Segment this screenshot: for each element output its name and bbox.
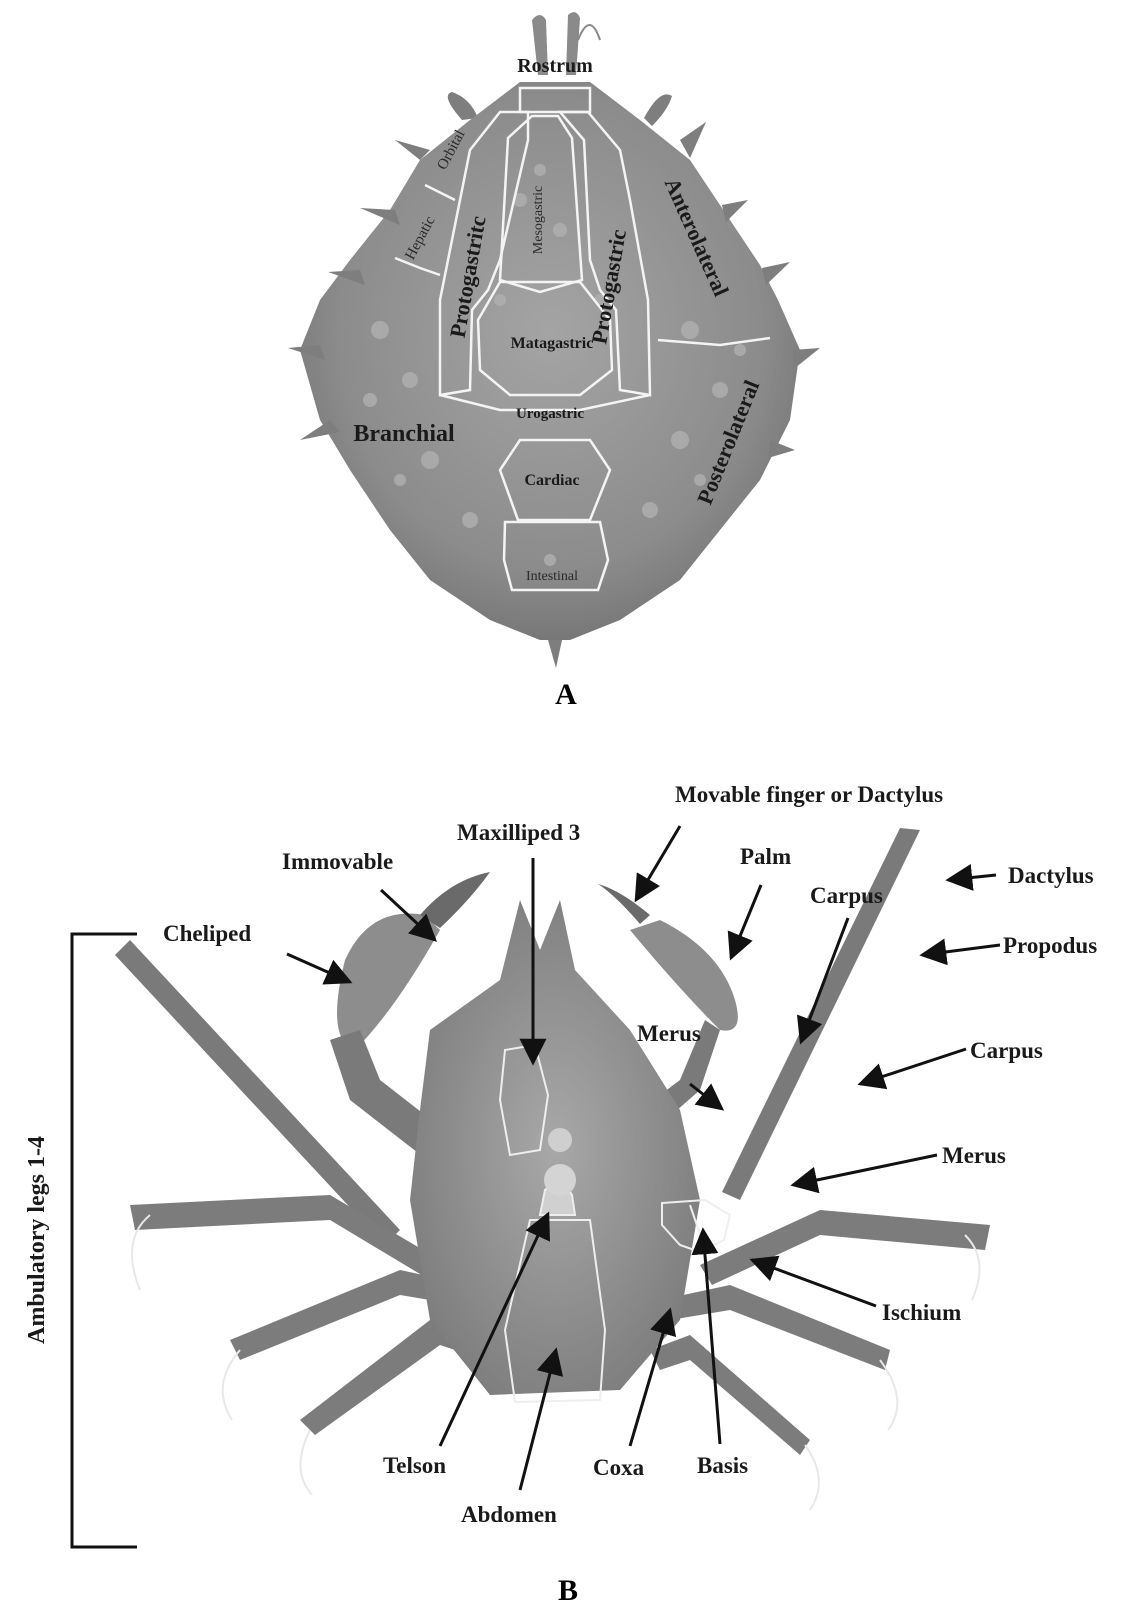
arrow-propodus (922, 945, 1000, 955)
arrow-ischium (752, 1260, 876, 1306)
panel-label-b: B (558, 1574, 578, 1607)
ambulatory-legs-bracket (72, 934, 137, 1547)
label-basis: Basis (697, 1453, 748, 1478)
label-matagastric: Matagastric (511, 335, 594, 352)
label-ambulatory: Ambulatory legs 1-4 (24, 1136, 50, 1344)
arrow-dactylus (948, 875, 996, 880)
label-carpus-leg: Carpus (970, 1038, 1043, 1063)
label-immovable: Immovable (282, 849, 393, 874)
arrow-movable-finger (636, 826, 680, 900)
label-mesogastric: Mesogastric (531, 186, 546, 254)
label-movable-finger: Movable finger or Dactylus (675, 782, 943, 807)
label-coxa: Coxa (593, 1455, 645, 1480)
label-urogastric: Urogastric (516, 406, 584, 422)
label-abdomen: Abdomen (461, 1502, 557, 1527)
label-ischium: Ischium (882, 1300, 961, 1325)
arrow-cheliped (287, 954, 350, 982)
arrow-carpus-leg (860, 1049, 966, 1084)
arrow-merus-cheliped (690, 1084, 722, 1109)
carapace-illustration: Rostrum Orbital Hepatic Protogastritc Me… (288, 12, 820, 668)
label-carpus-cheliped: Carpus (810, 883, 883, 908)
label-rostrum: Rostrum (517, 55, 593, 77)
label-palm: Palm (740, 844, 791, 869)
label-intestinal: Intestinal (526, 569, 578, 584)
label-maxilliped: Maxilliped 3 (457, 820, 580, 845)
label-merus-leg: Merus (942, 1143, 1006, 1168)
label-cheliped: Cheliped (163, 921, 251, 946)
label-branchial: Branchial (353, 421, 455, 447)
arrow-palm (731, 885, 761, 958)
label-dactylus: Dactylus (1008, 863, 1094, 888)
panel-label-a: A (555, 678, 577, 711)
label-merus-cheliped: Merus (637, 1021, 701, 1046)
label-telson: Telson (383, 1453, 446, 1478)
label-cardiac: Cardiac (524, 472, 579, 489)
arrow-merus-leg (793, 1155, 937, 1185)
label-propodus: Propodus (1003, 933, 1097, 958)
